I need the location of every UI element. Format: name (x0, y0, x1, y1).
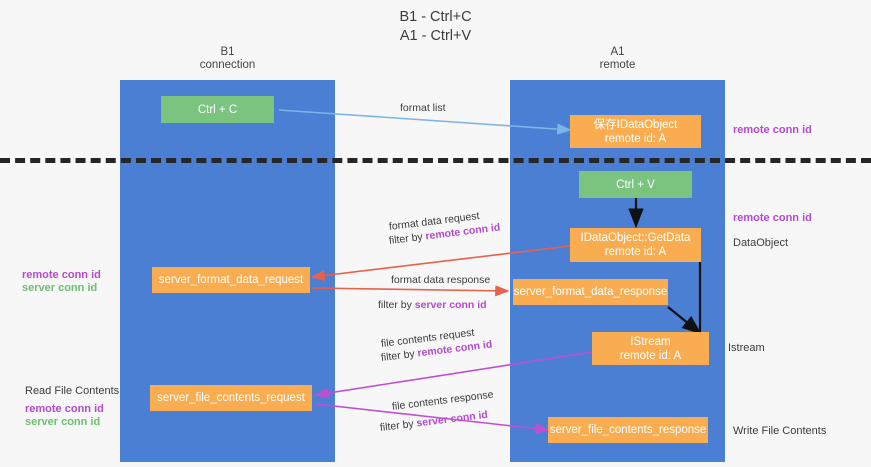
node-ctrl-c-label: Ctrl + C (197, 103, 238, 116)
filter-prefix: filter by (378, 299, 415, 311)
edge-label-format-data-response: format data response (391, 274, 491, 286)
page-title: B1 - Ctrl+C A1 - Ctrl+V (0, 8, 871, 46)
lane-header-a1-sub: remote (599, 59, 636, 71)
node-server-file-contents-response[interactable]: server_file_contents_response (548, 417, 708, 443)
annotation-left-read-file-contents: Read File Contents (25, 385, 120, 397)
filter-key-server-conn-id: server conn id (415, 408, 489, 430)
title-line-2: A1 - Ctrl+V (399, 28, 472, 44)
lane-header-b1-name: B1 (220, 46, 235, 58)
node-save-dataobject-line1: 保存IDataObject (593, 118, 678, 131)
node-server-format-data-request-label: server_format_data_request (158, 274, 304, 286)
annotation-right-dataobject: DataObject (733, 237, 789, 249)
node-ctrl-v[interactable]: Ctrl + V (579, 171, 692, 198)
node-getdata-line2: remote id: A (604, 246, 667, 258)
node-istream[interactable]: IStream remote id: A (592, 332, 709, 365)
connector-format-data-response (311, 285, 510, 297)
node-server-format-data-response[interactable]: server_format_data_response (513, 279, 668, 305)
annotation-right-remote-conn-id-mid: remote conn id (733, 212, 812, 224)
annotation-left-server-conn-id-bot: server conn id (25, 416, 101, 428)
filter-prefix: filter by (388, 230, 427, 247)
node-server-file-contents-response-label: server_file_contents_response (549, 424, 707, 436)
node-ctrl-c[interactable]: Ctrl + C (161, 96, 274, 123)
node-save-dataobject[interactable]: 保存IDataObject remote id: A (570, 115, 701, 148)
node-server-file-contents-request[interactable]: server_file_contents_request (150, 385, 312, 411)
filter-prefix: filter by (379, 417, 418, 434)
lane-header-b1-sub: connection (199, 59, 256, 71)
node-server-file-contents-request-label: server_file_contents_request (157, 392, 305, 404)
annotation-left-remote-conn-id-mid: remote conn id (22, 269, 101, 281)
annotation-right-istream: Istream (728, 342, 765, 354)
annotation-left-remote-conn-id-bot: remote conn id (25, 403, 104, 415)
annotation-right-remote-conn-id-top: remote conn id (733, 124, 812, 136)
edge-label-format-data-response-filter: filter by server conn id (378, 298, 487, 312)
node-idataobject-getdata[interactable]: IDataObject::GetData remote id: A (570, 228, 701, 262)
filter-prefix: filter by (380, 347, 419, 364)
node-server-format-data-response-label: server_format_data_response (513, 286, 668, 298)
annotation-left-server-conn-id-mid: server conn id (22, 282, 98, 294)
annotation-right-write-file-contents: Write File Contents (733, 425, 827, 437)
node-istream-line2: remote id: A (619, 349, 682, 362)
node-ctrl-v-label: Ctrl + V (616, 178, 655, 191)
filter-key-server-conn-id: server conn id (414, 299, 487, 311)
lane-header-b1: B1 connection (120, 46, 335, 72)
node-istream-line1: IStream (630, 335, 671, 348)
node-save-dataobject-line2: remote id: A (604, 132, 667, 145)
node-server-format-data-request[interactable]: server_format_data_request (152, 267, 310, 293)
edge-label-format-list: format list (400, 102, 446, 114)
lane-header-a1: A1 remote (510, 46, 725, 72)
phase-separator (0, 158, 871, 163)
node-getdata-line1: IDataObject::GetData (580, 232, 691, 244)
title-line-1: B1 - Ctrl+C (399, 9, 472, 25)
lane-header-a1-name: A1 (610, 46, 625, 58)
